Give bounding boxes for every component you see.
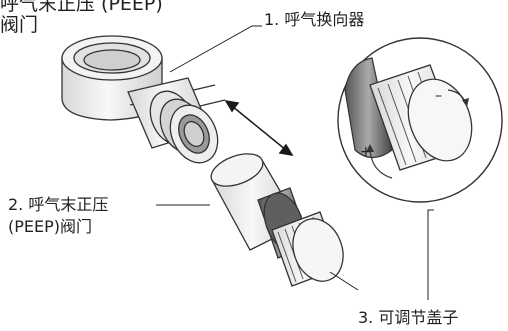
exhalation-diverter bbox=[61, 35, 226, 121]
dial-minus-mark: – bbox=[435, 88, 442, 104]
callout-peep-valve-line-2: (PEEP)阀门 bbox=[8, 217, 93, 236]
double-arrow bbox=[224, 99, 294, 157]
callout-adjustable-cap: 3. 可调节盖子 bbox=[358, 308, 459, 327]
heading-line-1: 呼气末正压 (PEEP) bbox=[0, 0, 163, 15]
connector-neck bbox=[127, 77, 219, 164]
dial-plus-mark: + bbox=[360, 144, 372, 160]
callout-exhalation-diverter: 1. 呼气换向器 bbox=[264, 10, 365, 29]
callout-peep-valve-line-1: 2. 呼气末正压 bbox=[8, 195, 109, 214]
leader-lines bbox=[156, 25, 434, 300]
peep-valve-assembly bbox=[210, 153, 344, 287]
heading-line-2: 阀门 bbox=[0, 14, 39, 36]
zoom-detail-circle bbox=[337, 37, 503, 203]
